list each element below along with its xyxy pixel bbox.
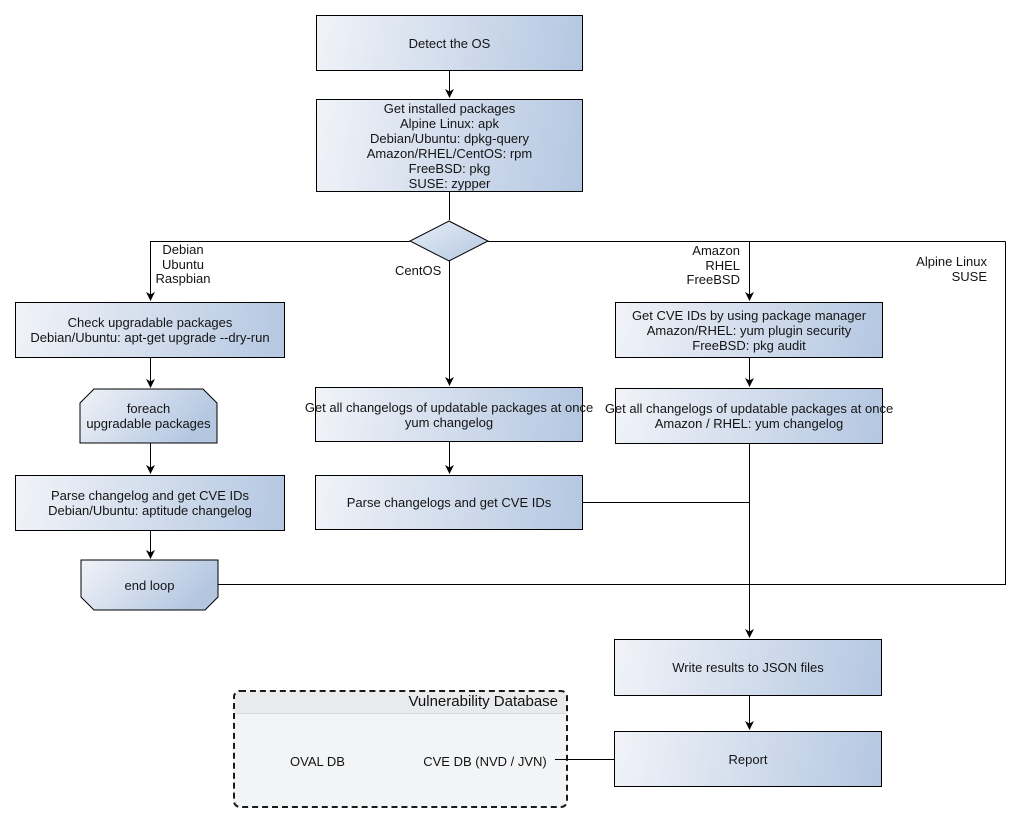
node-text-line: Get all changelogs of updatable packages… bbox=[304, 399, 594, 415]
node-text-line: Report bbox=[728, 751, 768, 767]
node-detect-os: Detect the OS bbox=[316, 15, 583, 71]
node-text-line: Debian/Ubuntu: aptitude changelog bbox=[48, 503, 252, 518]
node-parse-changelog-debian: Parse changelog and get CVE IDs Debian/U… bbox=[15, 475, 285, 531]
node-get-installed-packages: Get installed packages Alpine Linux: apk… bbox=[316, 99, 583, 192]
node-text-line: Get all changelogs of updatable packages… bbox=[604, 401, 894, 416]
node-text-line: Amazon / RHEL: yum changelog bbox=[654, 416, 844, 431]
node-text-line: Debian/Ubuntu: dpkg-query bbox=[370, 130, 529, 146]
branch-label-debian: Debian Ubuntu Raspbian bbox=[155, 242, 211, 286]
decision-diamond bbox=[408, 220, 490, 262]
node-text-line: end loop bbox=[124, 577, 175, 593]
node-text-line: Amazon/RHEL/CentOS: rpm bbox=[366, 145, 533, 161]
node-check-upgradable-packages: Check upgradable packages Debian/Ubuntu:… bbox=[15, 302, 285, 358]
node-text-line: Debian/Ubuntu: apt-get upgrade --dry-run bbox=[30, 330, 270, 345]
node-text-line: FreeBSD: pkg audit bbox=[692, 337, 806, 353]
node-text-line: FreeBSD: pkg bbox=[408, 160, 491, 176]
node-text-line: Alpine Linux: apk bbox=[399, 115, 499, 131]
node-detect-os-label: Detect the OS bbox=[408, 35, 491, 51]
oval-db-label: OVAL DB bbox=[250, 748, 385, 774]
node-get-cve-ids-pkg-manager: Get CVE IDs by using package manager Ama… bbox=[615, 302, 883, 358]
node-write-results-json: Write results to JSON files bbox=[614, 639, 882, 696]
node-text-line: Parse changelogs and get CVE IDs bbox=[346, 495, 552, 510]
node-text-line: CVE DB (NVD / JVN) bbox=[423, 753, 547, 769]
node-get-changelogs-centos: Get all changelogs of updatable packages… bbox=[305, 387, 593, 442]
node-parse-changelogs-centos: Parse changelogs and get CVE IDs bbox=[315, 475, 583, 530]
node-report: Report bbox=[614, 731, 882, 787]
vulnerability-database-title: Vulnerability Database bbox=[235, 692, 566, 714]
node-text-line: Get installed packages bbox=[383, 100, 516, 116]
node-text-line: yum changelog bbox=[404, 414, 494, 430]
node-text-line: SUSE: zypper bbox=[408, 175, 491, 191]
branch-label-amazon: Amazon RHEL FreeBSD bbox=[686, 243, 740, 287]
node-text-line: OVAL DB bbox=[290, 753, 345, 769]
node-text-line: upgradable packages bbox=[86, 416, 211, 431]
foreach-loop-label: foreach upgradable packages bbox=[80, 389, 217, 443]
end-loop-label: end loop bbox=[81, 560, 218, 610]
node-text-line: Get CVE IDs by using package manager bbox=[631, 307, 867, 323]
node-text-line: foreach bbox=[126, 401, 171, 416]
node-text-line: Amazon/RHEL: yum plugin security bbox=[646, 322, 852, 338]
node-text-line: Parse changelog and get CVE IDs bbox=[50, 488, 249, 503]
node-text-line: Check upgradable packages bbox=[67, 315, 233, 330]
vulnerability-database-container: Vulnerability Database bbox=[233, 690, 568, 808]
cve-db-label: CVE DB (NVD / JVN) bbox=[417, 748, 553, 774]
branch-label-alpine: Alpine Linux SUSE bbox=[916, 254, 987, 284]
branch-label-centos: CentOS bbox=[395, 263, 442, 278]
node-get-changelogs-amazon: Get all changelogs of updatable packages… bbox=[605, 388, 893, 444]
node-text-line: Write results to JSON files bbox=[672, 660, 824, 675]
